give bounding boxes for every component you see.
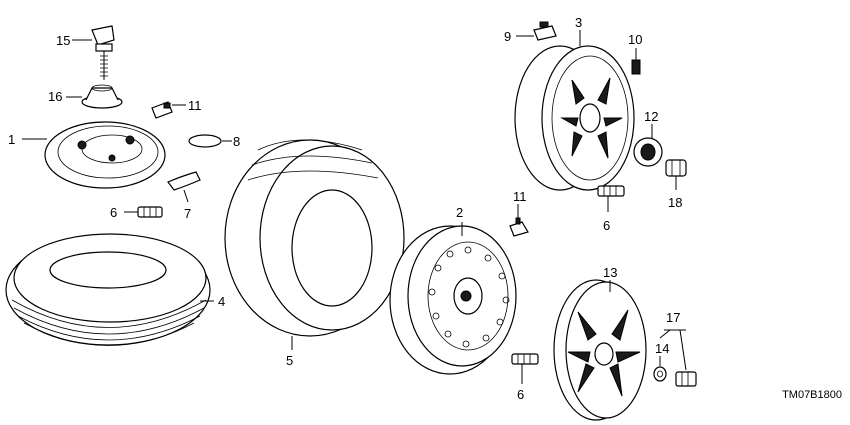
callout-18: 18 xyxy=(668,195,682,210)
label-strip xyxy=(167,171,201,191)
callout-1: 1 xyxy=(8,132,15,147)
callout-13: 13 xyxy=(603,265,617,280)
callout-11-upper: 11 xyxy=(188,98,202,113)
spare-tire xyxy=(5,233,211,346)
spacer-cone xyxy=(81,84,123,109)
center-cap xyxy=(633,137,663,167)
callout-17: 17 xyxy=(666,310,680,325)
tpms-sensor xyxy=(509,217,529,237)
steel-wheel xyxy=(389,225,517,375)
callout-7: 7 xyxy=(184,206,191,221)
wheel-cover xyxy=(553,279,647,421)
washer xyxy=(653,366,667,382)
tpms-sensor-spare xyxy=(151,101,173,119)
callout-6-right: 6 xyxy=(603,218,610,233)
adhesive-weight xyxy=(631,59,641,75)
callout-4: 4 xyxy=(218,294,225,309)
callout-5: 5 xyxy=(286,353,293,368)
callout-10: 10 xyxy=(628,32,642,47)
callout-6-lower: 6 xyxy=(517,387,524,402)
callout-3: 3 xyxy=(575,15,582,30)
callout-6-left: 6 xyxy=(110,205,117,220)
callout-16: 16 xyxy=(48,89,62,104)
lock-bolt xyxy=(675,371,697,387)
callout-9: 9 xyxy=(504,29,511,44)
valve-stem-lower xyxy=(511,353,539,365)
valve-stem-spare xyxy=(137,206,163,218)
diagram-code: TM07B1800 xyxy=(782,389,842,401)
callout-2: 2 xyxy=(456,205,463,220)
wheel-nut xyxy=(665,159,687,177)
tire xyxy=(224,139,405,337)
valve-stem-right xyxy=(597,185,625,197)
callout-15: 15 xyxy=(56,33,70,48)
callout-14: 14 xyxy=(655,341,669,356)
callout-8: 8 xyxy=(233,134,240,149)
spare-wheel xyxy=(44,121,166,189)
alloy-wheel xyxy=(514,45,635,191)
spare-tire-bolt xyxy=(91,25,115,80)
callout-11-middle: 11 xyxy=(513,189,527,204)
label-ellipse xyxy=(188,134,222,148)
callout-12: 12 xyxy=(644,109,658,124)
balance-weight xyxy=(533,21,557,41)
